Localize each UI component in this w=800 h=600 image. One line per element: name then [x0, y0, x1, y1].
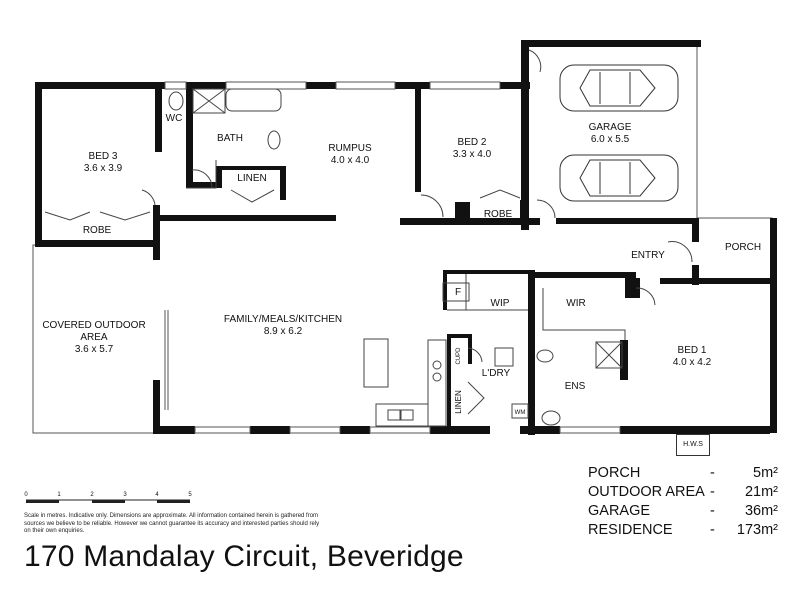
- area-row-outdoor: OUTDOOR AREA-21m²: [588, 484, 778, 500]
- scale-tick: 5: [188, 492, 192, 498]
- fridge-space: [442, 282, 470, 302]
- room-wip: WIP: [490, 298, 510, 309]
- washing-machine: [511, 403, 529, 419]
- bathtub: [225, 88, 282, 112]
- property-address: 170 Mandalay Circuit, Beveridge: [24, 540, 464, 573]
- room-bath: BATH: [217, 133, 243, 144]
- ensuite-shower: [595, 341, 623, 369]
- room-entry: ENTRY: [631, 250, 665, 261]
- room-wm: WM: [514, 410, 526, 416]
- scale-tick: 4: [155, 492, 159, 498]
- room-linen-top: LINEN: [237, 173, 267, 184]
- ensuite-toilet: [541, 410, 561, 426]
- laundry-trough: [494, 347, 514, 367]
- kitchen-bench: [427, 339, 447, 427]
- area-row-garage: GARAGE-36m²: [588, 503, 778, 519]
- outdoor-area-outline: [32, 40, 773, 434]
- scale-bar: [26, 499, 190, 503]
- scale-tick: 0: [24, 492, 28, 498]
- room-ens: ENS: [564, 381, 586, 392]
- windows: [164, 81, 621, 434]
- ensuite-basin: [536, 349, 554, 363]
- disclaimer-text: Scale in metres. Indicative only. Dimens…: [24, 513, 320, 534]
- basin-bath: [267, 130, 281, 150]
- interior-fittings: [168, 88, 626, 427]
- room-hws: H.W.S: [676, 434, 710, 456]
- scale-tick: 2: [90, 492, 94, 498]
- room-robe3: ROBE: [82, 225, 112, 236]
- room-cupd: CUPD: [456, 347, 462, 365]
- garage-cars: [559, 64, 679, 202]
- toilet-wc: [168, 91, 184, 111]
- doors: [44, 49, 693, 415]
- area-row-porch: PORCH-5m²: [588, 465, 778, 481]
- room-wc: WC: [165, 113, 183, 124]
- area-row-residence: RESIDENCE-173m²: [588, 522, 778, 538]
- scale-tick: 1: [57, 492, 61, 498]
- room-wir: WIR: [566, 298, 586, 309]
- room-linen-low: LINEN: [454, 390, 463, 414]
- shower-tray: [192, 88, 226, 114]
- scale-tick: 3: [123, 492, 127, 498]
- walls: [35, 40, 777, 435]
- room-robe2: ROBE: [483, 209, 513, 220]
- area-summary-table: PORCH-5m² OUTDOOR AREA-21m² GARAGE-36m² …: [588, 464, 778, 540]
- kitchen-island: [363, 338, 389, 388]
- room-porch: PORCH: [724, 242, 762, 253]
- room-laundry: L'DRY: [481, 368, 511, 379]
- room-fridge: F: [454, 287, 462, 298]
- sink-bench: [375, 403, 429, 427]
